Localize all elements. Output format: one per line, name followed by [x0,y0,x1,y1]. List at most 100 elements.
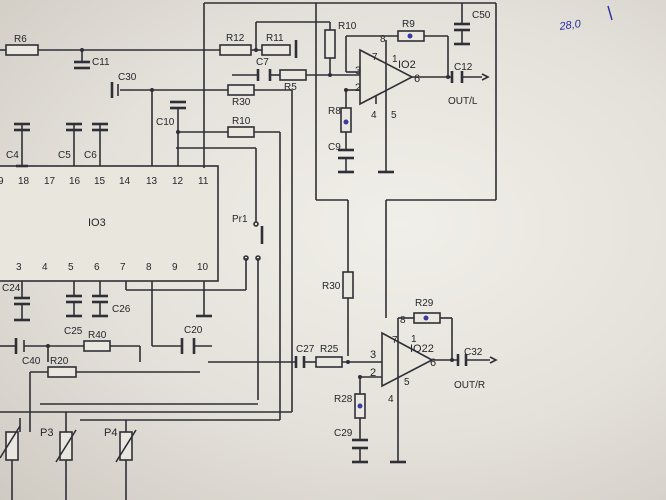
pin-label: 18 [18,176,30,187]
trim-dot [407,33,413,39]
resistor-r10-mid [227,126,255,138]
svg-text:C26: C26 [112,304,131,315]
pin-label: 14 [119,176,131,187]
pin-label: 2 [355,82,361,94]
resistor-r10-top [324,29,336,59]
svg-text:C11: C11 [92,57,110,68]
resistor-r6 [5,44,39,56]
svg-text:OUT/R: OUT/R [454,380,485,391]
pin-label: 8 [400,315,406,326]
out-r-arrow [489,356,498,364]
pin-label: 13 [146,176,158,187]
ic-io3-body [0,165,219,282]
svg-text:R30: R30 [322,281,341,292]
handwritten-note: 28,0 [558,18,583,33]
trim-dot [357,403,363,409]
resistor-r30-top [227,84,255,96]
pin-label: 17 [44,176,56,187]
pin-label: 5 [404,377,410,388]
switch-pr1 [243,221,264,261]
out-l-arrow [481,73,490,81]
pin-label: 3 [16,262,22,273]
svg-text:OUT/L: OUT/L [448,96,478,107]
resistor-r30-bottom [342,271,354,299]
pin-label: 4 [42,262,48,273]
pin-label: 10 [197,262,209,273]
svg-text:R29: R29 [415,298,434,309]
svg-text:R25: R25 [320,344,339,355]
resistor-r40 [83,340,111,352]
svg-text:R30: R30 [232,97,251,108]
trim-dot [423,315,429,321]
svg-text:P4: P4 [104,427,117,439]
svg-text:R40: R40 [88,330,107,341]
ic-io3-top-pins: 9 18 17 16 15 14 13 12 11 [0,176,209,187]
pin-label: 7 [392,335,398,346]
svg-text:C25: C25 [64,326,83,337]
svg-text:C20: C20 [184,325,203,336]
svg-text:C32: C32 [464,347,483,358]
resistor-r5 [279,69,307,81]
pin-label: 7 [120,262,126,273]
pin-label: 6 [94,262,100,273]
pin-label: 1 [392,54,398,65]
pin-label: 8 [380,34,386,45]
opamp-io22-label: IO22 [410,343,434,355]
resistor-r25 [315,356,343,368]
opamp-io22-body [381,331,434,388]
handwritten-mark [607,5,613,21]
svg-text:C12: C12 [454,62,473,73]
svg-text:C24: C24 [2,283,21,294]
svg-text:R12: R12 [226,33,245,44]
resistor-r12 [219,44,252,56]
svg-text:C40: C40 [22,356,41,367]
svg-text:R10: R10 [232,116,251,127]
junction-dots [46,48,454,379]
svg-text:C29: C29 [334,428,353,439]
potentiometers [0,425,137,500]
pin-label: 12 [172,176,184,187]
ic-io3-label: IO3 [88,217,106,229]
pin-label: 11 [198,176,209,187]
svg-text:C10: C10 [156,117,175,128]
pin-label: 6 [414,73,420,85]
pin-label: 9 [0,176,4,187]
svg-text:C6: C6 [84,150,97,161]
svg-text:R6: R6 [14,34,27,45]
svg-text:R9: R9 [402,19,415,30]
pin-label: 2 [370,367,376,379]
pin-label: 16 [69,176,81,187]
resistor-r20 [47,366,77,378]
pin-label: 5 [68,262,74,273]
svg-text:Pr1: Pr1 [232,214,248,225]
svg-text:C30: C30 [118,72,137,83]
ic-io3-bottom-pins: 3 4 5 6 7 8 9 10 [16,262,209,273]
svg-text:R20: R20 [50,356,69,367]
pin-label: 1 [411,334,417,345]
svg-text:C4: C4 [6,150,19,161]
svg-text:P3: P3 [40,427,53,439]
resistor-r11 [261,44,291,56]
svg-text:R8: R8 [328,106,341,117]
pin-label: 7 [372,52,378,63]
capacitors [14,22,470,450]
component-labels: R6 R12 R11 R10 R9 R5 R30 R10 R8 R30 R29 … [2,10,491,439]
svg-text:C9: C9 [328,142,341,153]
svg-text:C50: C50 [472,10,491,21]
svg-text:C5: C5 [58,150,71,161]
ground-symbols [14,40,470,464]
trim-dot [343,119,349,125]
svg-text:R11: R11 [266,33,284,44]
pin-label: 5 [391,110,397,121]
svg-text:C27: C27 [296,344,315,355]
pin-label: 15 [94,176,106,187]
svg-text:R10: R10 [338,21,357,32]
opamp-io2-label: IO2 [398,59,416,71]
pin-label: 3 [370,349,376,361]
pin-label: 4 [388,394,394,405]
pin-label: 3 [355,65,361,77]
pin-label: 4 [371,110,377,121]
svg-text:R28: R28 [334,394,353,405]
pin-label: 9 [172,262,178,273]
